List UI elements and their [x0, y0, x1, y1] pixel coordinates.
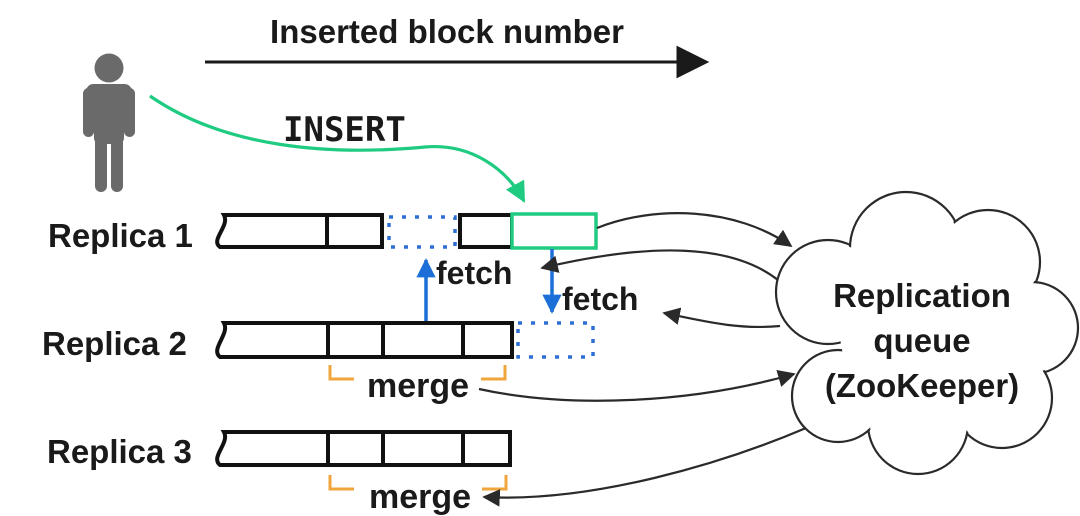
- replica1-label: Replica 1: [48, 217, 193, 254]
- cloud-text-line1: Replication: [833, 277, 1011, 314]
- merge-to-queue-arrow: [478, 369, 796, 402]
- insert-to-queue-arrow: [596, 212, 793, 248]
- replica2-label: Replica 2: [42, 325, 187, 362]
- replica3-label: Replica 3: [47, 433, 192, 470]
- axis-title: Inserted block number: [270, 13, 624, 50]
- person-icon: [83, 53, 135, 192]
- cloud-text-line3: (ZooKeeper): [825, 367, 1019, 404]
- merge-bracket-left: [328, 475, 354, 491]
- queue-to-fetch1-arrow: [540, 249, 779, 281]
- merge-bracket-right: [482, 475, 508, 491]
- replica2-parts-bar: [215, 321, 514, 359]
- replica1-new-part: [458, 213, 514, 249]
- queue-to-fetch2-arrow: [662, 307, 781, 329]
- replica1-parts-bar: [215, 213, 384, 249]
- fetch-label-2: fetch: [562, 281, 638, 317]
- merge-label-2: merge: [369, 478, 471, 516]
- replica2-missing-part: [516, 321, 595, 359]
- replica1-inserted-block: [510, 212, 598, 250]
- merge-label-1: merge: [367, 367, 469, 405]
- insert-label: INSERT: [283, 110, 406, 150]
- cloud-text-line2: queue: [873, 322, 970, 359]
- replica1-missing-part: [387, 215, 457, 249]
- merge-bracket-left: [328, 365, 354, 381]
- queue-to-merge-arrow: [482, 426, 807, 507]
- merge-bracket-right: [481, 365, 507, 381]
- fetch-label-1: fetch: [436, 255, 512, 291]
- cloud-shape: Replication queue (ZooKeeper): [774, 190, 1080, 476]
- replica3-parts-bar: [215, 430, 512, 467]
- insert-arrow: [149, 94, 526, 203]
